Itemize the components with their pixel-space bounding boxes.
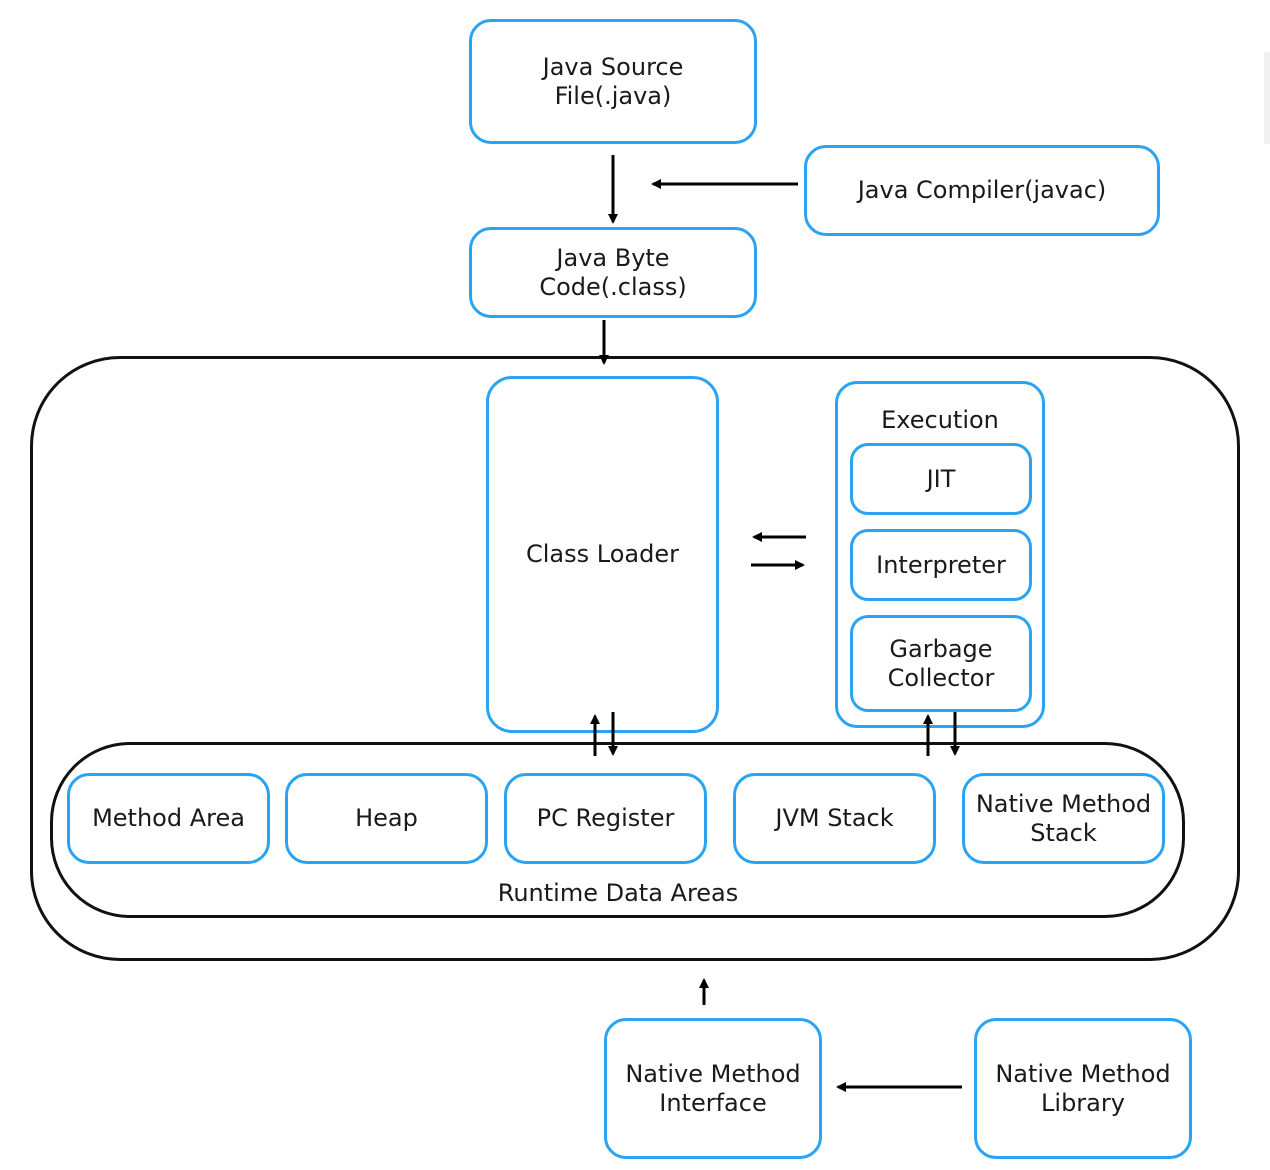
execution-title: Execution [881, 406, 999, 434]
runtime-data-areas-label: Runtime Data Areas [497, 879, 739, 907]
java-compiler-box: Java Compiler(javac) [804, 145, 1160, 236]
java-source-file-box: Java Source File(.java) [469, 19, 757, 144]
heap-box: Heap [285, 773, 488, 864]
interpreter-box: Interpreter [850, 529, 1032, 601]
method-area-box: Method Area [67, 773, 270, 864]
runtime-data-areas-container [50, 742, 1185, 918]
class-loader-box: Class Loader [486, 376, 719, 733]
native-method-interface-box: Native Method Interface [604, 1018, 822, 1159]
jit-box: JIT [850, 443, 1032, 515]
native-method-stack-box: Native Method Stack [962, 773, 1165, 864]
jvm-stack-box: JVM Stack [733, 773, 936, 864]
java-byte-code-box: Java Byte Code(.class) [469, 227, 757, 318]
native-method-library-box: Native Method Library [974, 1018, 1192, 1159]
garbage-collector-box: Garbage Collector [850, 615, 1032, 712]
scrollbar-edge [1264, 52, 1270, 144]
pc-register-box: PC Register [504, 773, 707, 864]
jvm-container [30, 356, 1240, 961]
